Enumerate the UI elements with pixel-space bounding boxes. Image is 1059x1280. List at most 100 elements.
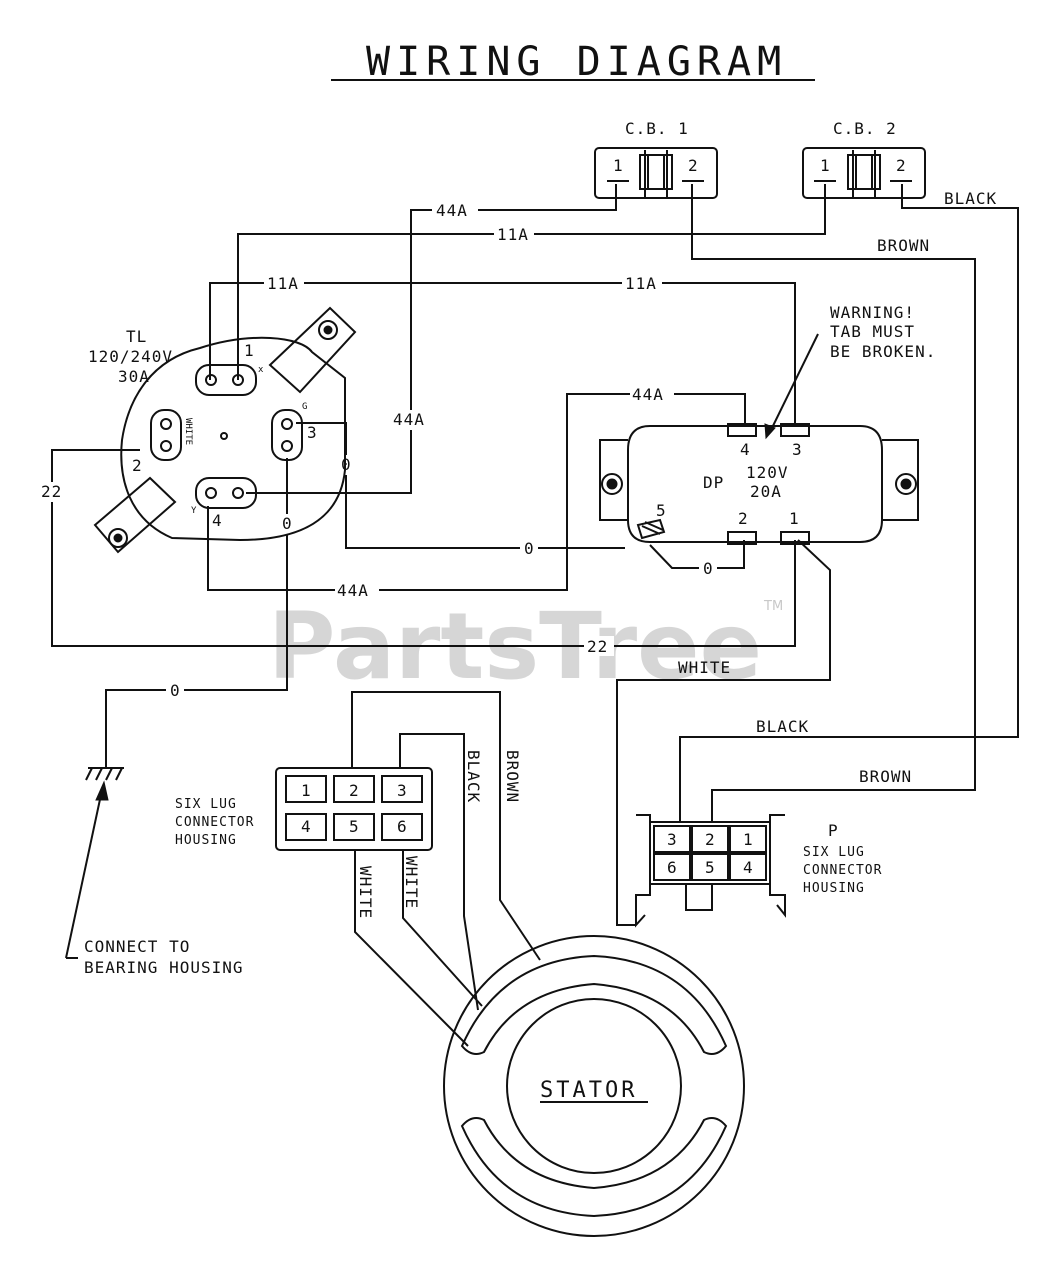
- stator-lower-slot: [460, 1117, 728, 1218]
- dp-ground-screw: [636, 518, 666, 540]
- wire-label-11a-right: 11A: [625, 274, 657, 293]
- dp-right-ear: [882, 439, 919, 521]
- stator-lead-black: [399, 733, 479, 1011]
- cb1-terminal-2: 2: [688, 156, 699, 175]
- left-connector-pin-3: 3: [381, 775, 423, 803]
- p-connector-pin-5-label: 5: [705, 858, 716, 877]
- p-connector-name: P: [828, 821, 839, 840]
- dp-terminal-2: 2: [738, 509, 749, 528]
- wire-label-0-tl-lower: 0: [282, 514, 293, 533]
- wire-label-0-dp: 0: [703, 559, 714, 578]
- warning-line-2: TAB MUST: [830, 322, 915, 341]
- p-connector-pin-6: 6: [653, 853, 691, 881]
- left-connector-pin-1: 1: [285, 775, 327, 803]
- warning-line-3: BE BROKEN.: [830, 342, 936, 361]
- left-connector-pin-6: 6: [381, 813, 423, 841]
- dp-rating: 120V: [746, 463, 789, 482]
- p-connector-pin-5: 5: [691, 853, 729, 881]
- warning-arrow: [769, 333, 819, 433]
- left-connector-label-1: SIX LUG: [175, 797, 237, 812]
- page-title: WIRING DIAGRAM: [366, 39, 787, 85]
- p-connector-pin-1: 1: [729, 825, 767, 853]
- cb1-terminal-1: 1: [613, 156, 624, 175]
- wire-22: [51, 449, 796, 647]
- stator-lead-white-2: [402, 850, 483, 1007]
- watermark-tm: TM: [763, 599, 783, 614]
- ground-symbol: CONNECT TO BEARING HOUSING: [65, 767, 243, 977]
- left-connector-pin-2-label: 2: [349, 781, 360, 800]
- tl-rating: 120/240V: [88, 347, 173, 366]
- p-connector-label-1: SIX LUG: [803, 845, 865, 860]
- wire-label-22-left: 22: [41, 482, 62, 501]
- wire-11a-dp: [209, 282, 796, 426]
- dp-amps: 20A: [750, 482, 782, 501]
- left-connector-pin-4-label: 4: [301, 817, 312, 836]
- ground-arrow: [65, 789, 103, 959]
- ground-arrowhead: [95, 780, 109, 801]
- p-six-lug-connector: 3 2 1 6 5 4 P SIX LUG CONNECTOR HOUSING: [635, 814, 881, 928]
- wire-label-0-ground: 0: [170, 681, 181, 700]
- wire-label-0-middle: 0: [524, 539, 535, 558]
- warning-note: WARNING! TAB MUST BE BROKEN.: [764, 303, 936, 440]
- left-connector-pin-1-label: 1: [301, 781, 312, 800]
- tl-terminal-3: 3: [307, 423, 318, 442]
- tl-slot-1: [195, 364, 257, 396]
- left-connector-pin-4: 4: [285, 813, 327, 841]
- p-connector-label-3: HOUSING: [803, 881, 865, 896]
- p-connector-pin-1-label: 1: [743, 830, 754, 849]
- wire-label-44a-dp: 44A: [632, 385, 664, 404]
- tl-terminal-white: WHITE: [183, 418, 193, 445]
- cb1-label: C.B. 1: [625, 119, 689, 138]
- wire-label-black-stator: BLACK: [464, 750, 483, 803]
- dp-terminal-4-tab: [727, 423, 757, 437]
- tl-terminal-x: x: [258, 365, 264, 375]
- cb2-terminal-1: 1: [820, 156, 831, 175]
- p-connector-pin-2-label: 2: [705, 830, 716, 849]
- wire-label-44a-top: 44A: [436, 201, 468, 220]
- wire-label-white-stator-2: WHITE: [402, 856, 421, 909]
- wire-label-11a-left: 11A: [267, 274, 299, 293]
- stator-upper-slot: [460, 954, 728, 1055]
- stator-label: STATOR: [540, 1078, 637, 1103]
- cb2-label: C.B. 2: [833, 119, 897, 138]
- tl-terminal-4: 4: [212, 511, 223, 530]
- wire-0-tl-dp: [296, 422, 625, 549]
- wire-0-ground: [105, 458, 288, 768]
- tl-slot-3: [271, 409, 303, 461]
- dp-terminal-2-tab: [727, 531, 757, 545]
- p-connector-pin-4: 4: [729, 853, 767, 881]
- tl-terminal-g: G: [302, 402, 307, 412]
- dp-terminal-5: 5: [656, 501, 667, 520]
- wire-white-p: [616, 539, 831, 926]
- wire-44a-dp: [207, 393, 746, 591]
- p-connector-pin-3-label: 3: [667, 830, 678, 849]
- wire-label-white-stator-1: WHITE: [356, 866, 375, 919]
- wire-label-brown-cb1: BROWN: [877, 236, 930, 255]
- wire-44a-cb1: [246, 184, 617, 494]
- dp-receptacle: 4 3 2 1 5 DP 120V 20A: [599, 423, 919, 545]
- p-connector-pin-6-label: 6: [667, 858, 678, 877]
- tl-amps: 30A: [118, 367, 150, 386]
- wire-label-brown-stator: BROWN: [503, 750, 522, 803]
- left-connector-pin-5-label: 5: [349, 817, 360, 836]
- left-six-lug-connector: 1 2 3 4 5 6 SIX LUG CONNECTOR HOUSING: [175, 767, 433, 851]
- wire-label-black-cb2: BLACK: [944, 189, 997, 208]
- left-connector-pin-3-label: 3: [397, 781, 408, 800]
- p-connector-pin-4-label: 4: [743, 858, 754, 877]
- wire-label-22-bottom: 22: [587, 637, 608, 656]
- tl-bottom-strap: [93, 476, 177, 554]
- stator-lead-white-1: [354, 850, 469, 1047]
- tl-terminal-y: Y: [191, 506, 197, 516]
- dp-name: DP: [703, 473, 724, 492]
- wire-labels: 44A 11A 11A 11A 44A 44A 44A 0 0 0 0 0 22…: [38, 189, 997, 786]
- wire-brown-cb1: [691, 184, 976, 822]
- tl-name: TL: [126, 327, 147, 346]
- dp-terminal-4: 4: [740, 440, 751, 459]
- tl-slot-4: [195, 477, 257, 509]
- wire-black-cb2: [679, 184, 1019, 822]
- ground-label-1: CONNECT TO: [84, 937, 190, 956]
- left-connector-pin-6-label: 6: [397, 817, 408, 836]
- circuit-breaker-2: C.B. 2 1 2: [802, 119, 926, 199]
- wire-label-11a-top: 11A: [497, 225, 529, 244]
